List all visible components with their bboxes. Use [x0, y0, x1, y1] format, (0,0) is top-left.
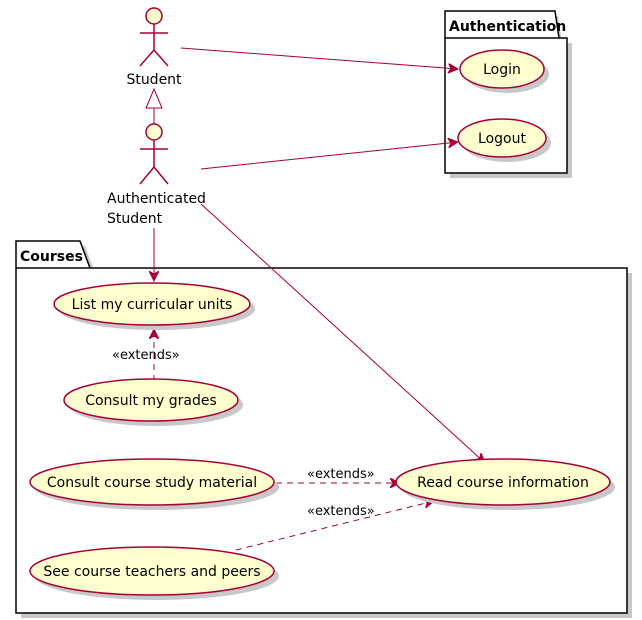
use-case-see-teachers-label: See course teachers and peers	[43, 564, 260, 580]
package-courses: Courses	[15, 240, 632, 618]
use-case-list-units-label: List my curricular units	[72, 297, 233, 313]
association-auth-logout	[200, 142, 458, 170]
use-case-consult-grades[interactable]: Consult my grades	[63, 378, 243, 426]
extends-material-label: «extends»	[307, 467, 375, 482]
package-courses-title: Courses	[20, 249, 83, 265]
use-case-logout[interactable]: Logout	[457, 118, 551, 162]
actor-authenticated-student-label-line1: Authenticated	[107, 191, 206, 207]
actor-authenticated-student[interactable]: Authenticated Student	[107, 123, 206, 227]
use-case-see-teachers[interactable]: See course teachers and peers	[29, 546, 279, 600]
use-case-read-info[interactable]: Read course information	[395, 458, 615, 510]
generalization-arrow	[145, 87, 163, 124]
use-case-read-info-label: Read course information	[417, 475, 589, 491]
use-case-consult-material[interactable]: Consult course study material	[29, 458, 279, 510]
actor-student-label: Student	[126, 72, 182, 88]
use-case-list-units[interactable]: List my curricular units	[53, 282, 255, 330]
use-case-login-label: Login	[483, 62, 521, 78]
extends-grades-label: «extends»	[112, 348, 180, 363]
actor-student[interactable]: Student	[126, 7, 182, 88]
association-student-login	[180, 47, 458, 69]
use-case-logout-label: Logout	[478, 131, 526, 147]
use-case-consult-material-label: Consult course study material	[47, 475, 257, 491]
actor-authenticated-student-label-line2: Student	[107, 211, 163, 227]
association-auth-read-info	[200, 203, 485, 463]
package-authentication-title: Authentication	[449, 19, 566, 35]
use-case-login[interactable]: Login	[459, 49, 549, 93]
extends-teachers-to-read-info	[235, 501, 434, 551]
use-case-consult-grades-label: Consult my grades	[85, 393, 217, 409]
extends-teachers-label: «extends»	[307, 504, 375, 519]
